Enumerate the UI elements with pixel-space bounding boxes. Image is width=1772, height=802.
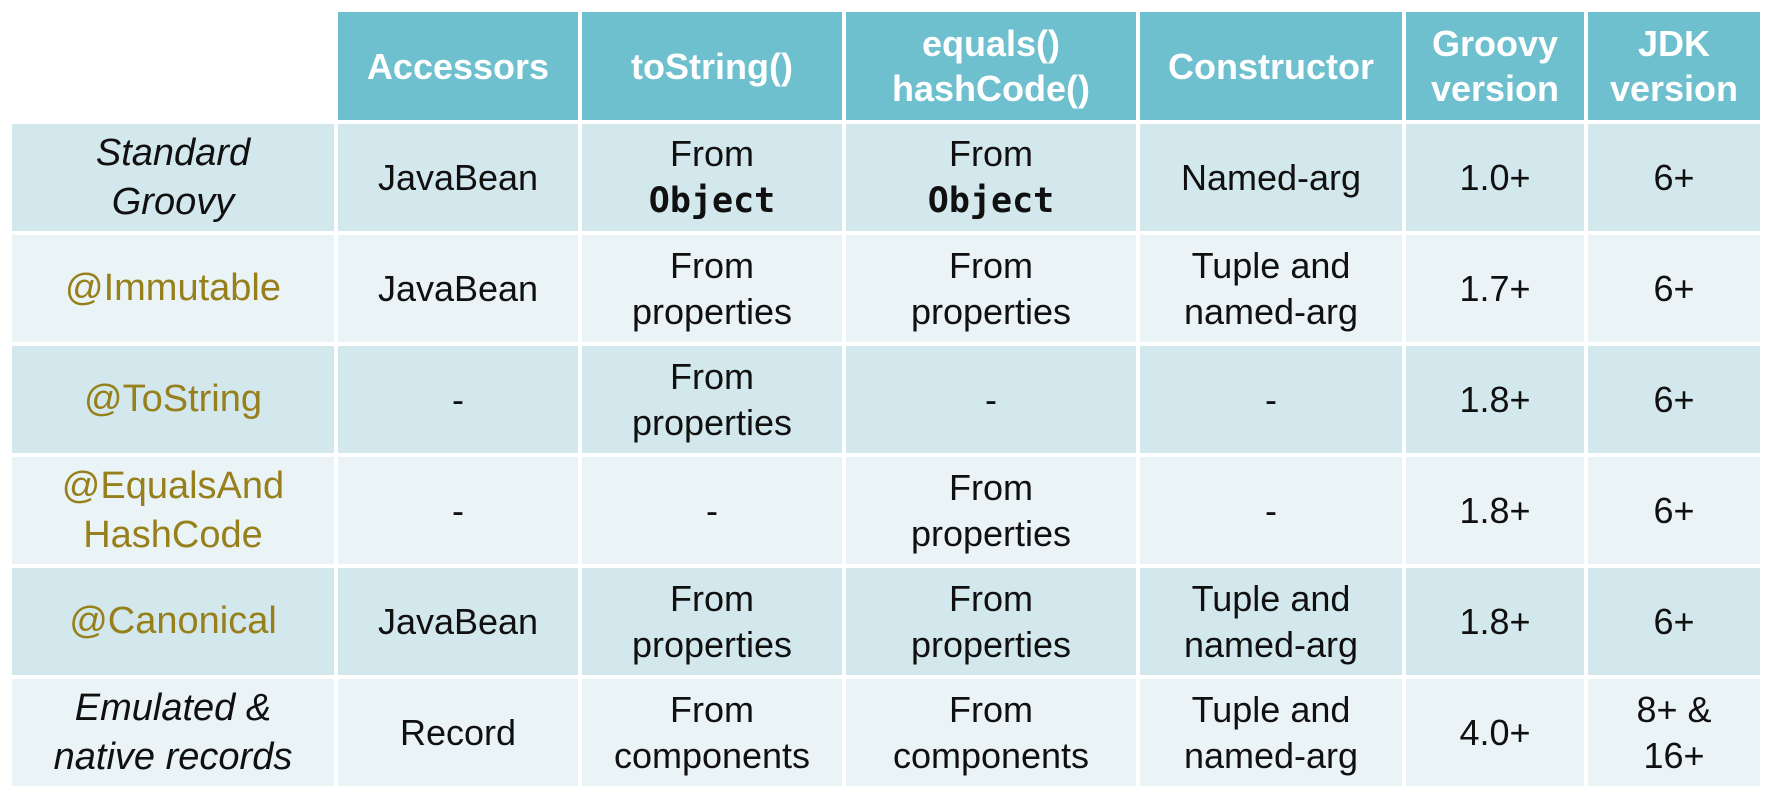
- cell-tostring-accessors: -: [338, 346, 578, 453]
- column-header-equals-hashcode: equals() hashCode(): [846, 12, 1136, 120]
- column-header-tostring: toString(): [582, 12, 842, 120]
- cell-tostring-equals-hashcode: -: [846, 346, 1136, 453]
- cell-canonical-constructor: Tuple and named-arg: [1140, 568, 1402, 675]
- row-label-tostring: @ToString: [12, 346, 334, 453]
- cell-immutable-constructor: Tuple and named-arg: [1140, 235, 1402, 342]
- cell-equalsandhashcode-groovy-version: 1.8+: [1406, 457, 1584, 564]
- cell-canonical-tostring: From properties: [582, 568, 842, 675]
- row-label-canonical: @Canonical: [12, 568, 334, 675]
- column-header-groovy-version: Groovy version: [1406, 12, 1584, 120]
- row-label-records: Emulated & native records: [12, 679, 334, 786]
- mono-code-text: Object: [648, 181, 776, 222]
- row-label-immutable: @Immutable: [12, 235, 334, 342]
- cell-standard-groovy-jdk-version: 6+: [1588, 124, 1760, 231]
- cell-equalsandhashcode-constructor: -: [1140, 457, 1402, 564]
- cell-tostring-jdk-version: 6+: [1588, 346, 1760, 453]
- column-header-constructor: Constructor: [1140, 12, 1402, 120]
- cell-records-equals-hashcode: From components: [846, 679, 1136, 786]
- cell-standard-groovy-accessors: JavaBean: [338, 124, 578, 231]
- cell-canonical-accessors: JavaBean: [338, 568, 578, 675]
- row-label-equalsandhashcode: @EqualsAnd HashCode: [12, 457, 334, 564]
- table-row-canonical: @Canonical JavaBean From properties From…: [12, 568, 1760, 675]
- cell-standard-groovy-constructor: Named-arg: [1140, 124, 1402, 231]
- header-row: Accessors toString() equals() hashCode()…: [12, 12, 1760, 120]
- table-row-records: Emulated & native records Record From co…: [12, 679, 1760, 786]
- groovy-features-table: Accessors toString() equals() hashCode()…: [8, 8, 1764, 790]
- cell-records-tostring: From components: [582, 679, 842, 786]
- corner-cell: [12, 12, 334, 120]
- cell-canonical-jdk-version: 6+: [1588, 568, 1760, 675]
- table-row-tostring: @ToString - From properties - - 1.8+ 6+: [12, 346, 1760, 453]
- table-row-immutable: @Immutable JavaBean From properties From…: [12, 235, 1760, 342]
- cell-canonical-groovy-version: 1.8+: [1406, 568, 1584, 675]
- cell-equalsandhashcode-jdk-version: 6+: [1588, 457, 1760, 564]
- cell-immutable-tostring: From properties: [582, 235, 842, 342]
- cell-equalsandhashcode-equals-hashcode: From properties: [846, 457, 1136, 564]
- column-header-jdk-version: JDK version: [1588, 12, 1760, 120]
- mono-code-text: Object: [927, 181, 1055, 222]
- cell-tostring-constructor: -: [1140, 346, 1402, 453]
- cell-tostring-tostring: From properties: [582, 346, 842, 453]
- cell-immutable-accessors: JavaBean: [338, 235, 578, 342]
- cell-standard-groovy-equals-hashcode: From Object: [846, 124, 1136, 231]
- cell-canonical-equals-hashcode: From properties: [846, 568, 1136, 675]
- cell-equalsandhashcode-accessors: -: [338, 457, 578, 564]
- cell-records-groovy-version: 4.0+: [1406, 679, 1584, 786]
- cell-immutable-jdk-version: 6+: [1588, 235, 1760, 342]
- cell-records-accessors: Record: [338, 679, 578, 786]
- cell-standard-groovy-groovy-version: 1.0+: [1406, 124, 1584, 231]
- table-row-standard-groovy: Standard Groovy JavaBean From Object Fro…: [12, 124, 1760, 231]
- cell-immutable-equals-hashcode: From properties: [846, 235, 1136, 342]
- cell-immutable-groovy-version: 1.7+: [1406, 235, 1584, 342]
- cell-equalsandhashcode-tostring: -: [582, 457, 842, 564]
- row-label-standard-groovy: Standard Groovy: [12, 124, 334, 231]
- column-header-accessors: Accessors: [338, 12, 578, 120]
- table-row-equalsandhashcode: @EqualsAnd HashCode - - From properties …: [12, 457, 1760, 564]
- cell-records-jdk-version: 8+ & 16+: [1588, 679, 1760, 786]
- cell-tostring-groovy-version: 1.8+: [1406, 346, 1584, 453]
- cell-standard-groovy-tostring: From Object: [582, 124, 842, 231]
- cell-records-constructor: Tuple and named-arg: [1140, 679, 1402, 786]
